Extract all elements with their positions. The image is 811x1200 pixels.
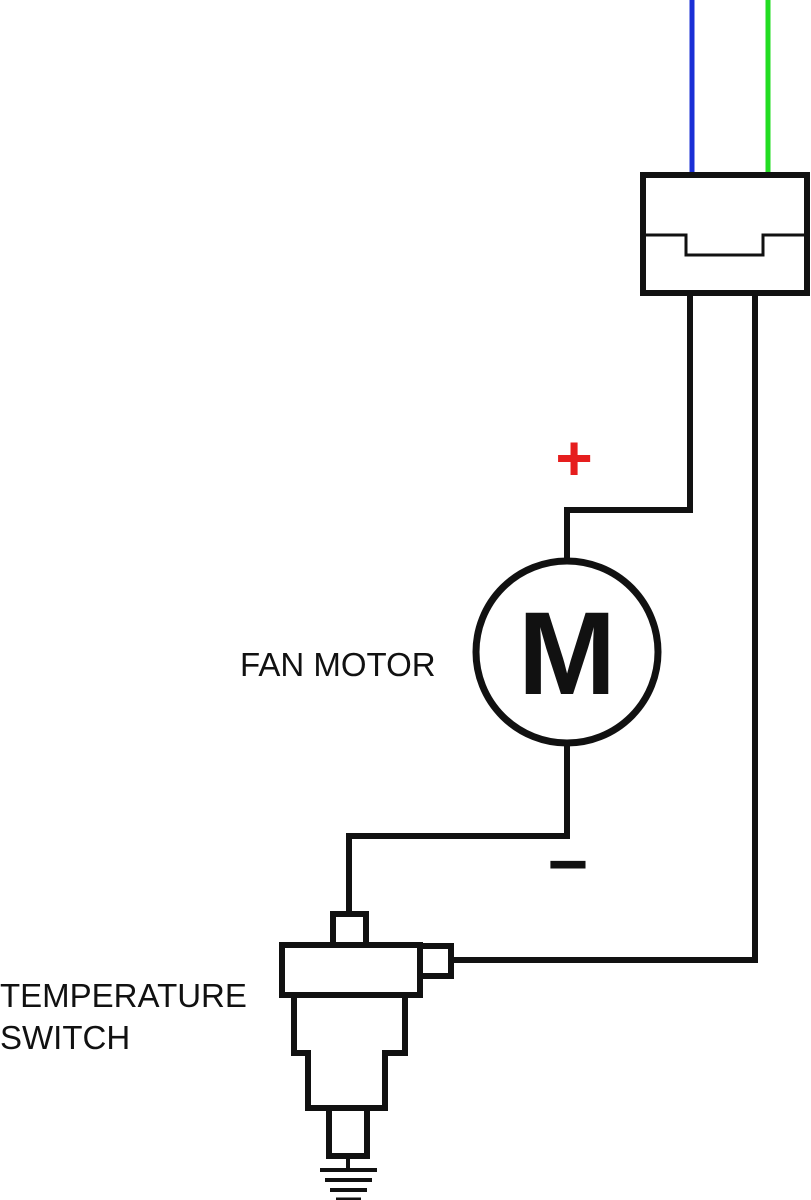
switch-body (291, 992, 408, 1111)
fan-motor-label: FAN MOTOR (240, 646, 436, 683)
return-wire (448, 293, 758, 963)
temperature-switch-label-line1: TEMPERATURE (0, 977, 247, 1014)
temperature-switch (279, 911, 454, 1200)
temperature-switch-label: TEMPERATURE SWITCH (0, 975, 280, 1059)
switch-top-terminal (330, 911, 369, 948)
switch-head (279, 942, 423, 998)
switch-side-terminal (417, 943, 454, 979)
temperature-switch-label-line2: SWITCH (0, 1019, 131, 1056)
positive-sign: + (555, 422, 592, 494)
positive-wire (564, 293, 693, 561)
negative-sign: − (548, 825, 589, 903)
connector-internal-contact (644, 233, 806, 257)
motor-symbol: M (518, 588, 616, 720)
switch-probe (326, 1105, 370, 1159)
negative-wire (346, 742, 570, 917)
